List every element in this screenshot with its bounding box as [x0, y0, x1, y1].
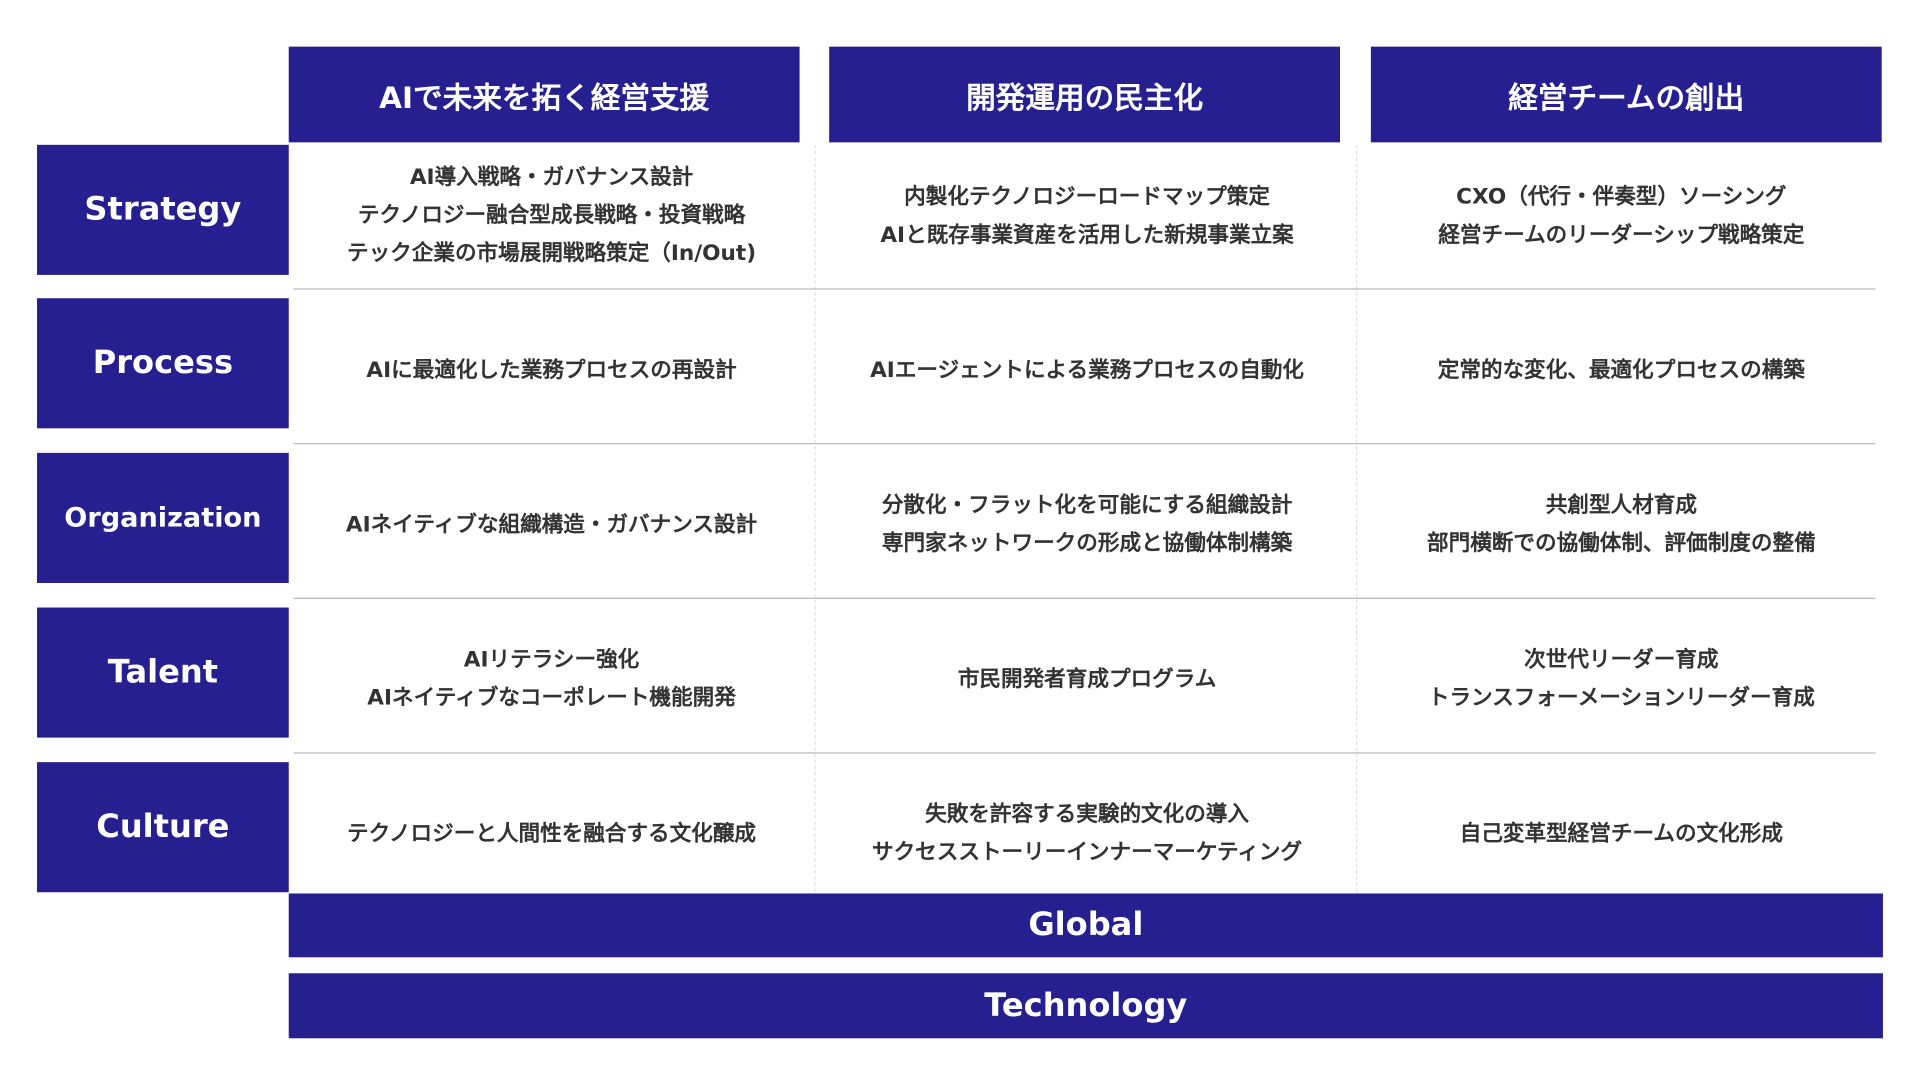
matrix-cell: AI導入戦略・ガバナンス設計テクノロジー融合型成長戦略・投資戦略テック企業の市場… — [296, 145, 807, 289]
cell-text-line: 内製化テクノロジーロードマップ策定 — [904, 184, 1270, 210]
matrix-cell: 定常的な変化、最適化プロセスの構築 — [1366, 298, 1877, 443]
cell-text-line: テック企業の市場展開戦略策定（In/Out) — [346, 241, 757, 267]
row-divider — [293, 752, 1876, 754]
cell-text-line: AI導入戦略・ガバナンス設計 — [409, 165, 694, 191]
matrix-cell: 市民開発者育成プログラム — [832, 608, 1343, 753]
cell-text-line: AIエージェントによる業務プロセスの自動化 — [870, 357, 1305, 383]
column-header: 経営チームの創出 — [1370, 46, 1882, 143]
band-technology: Technology — [288, 973, 1883, 1039]
cell-text-line: 専門家ネットワークの形成と協働体制構築 — [881, 531, 1293, 556]
matrix-cell: AIエージェントによる業務プロセスの自動化 — [832, 298, 1343, 443]
column-header: AIで未来を拓く経営支援 — [288, 46, 800, 143]
matrix-cell: AIリテラシー強化 AIネイティブなコーポレート機能開発 — [296, 608, 807, 753]
cell-text-line: サクセスストーリーインナーマーケティング — [871, 840, 1303, 866]
matrix-cell: AIに最適化した業務プロセスの再設計 — [296, 298, 807, 443]
matrix-cell: 次世代リーダー育成トランスフォーメーションリーダー育成 — [1366, 608, 1877, 753]
cell-text-line: 失敗を許容する実験的文化の導入 — [925, 802, 1250, 828]
matrix-cell: 自己変革型経営チームの文化形成 — [1366, 762, 1877, 907]
cell-text-line: テクノロジーと人間性を融合する文化醸成 — [347, 821, 757, 847]
matrix-cell: 分散化・フラット化を可能にする組織設計専門家ネットワークの形成と協働体制構築 — [832, 453, 1343, 598]
cell-text-line: AIに最適化した業務プロセスの再設計 — [366, 357, 737, 383]
row-header-organization: Organization — [37, 452, 289, 583]
row-divider — [293, 597, 1876, 599]
matrix-cell: 失敗を許容する実験的文化の導入サクセスストーリーインナーマーケティング — [832, 762, 1343, 907]
matrix-cell: テクノロジーと人間性を融合する文化醸成 — [296, 762, 807, 907]
row-divider — [293, 443, 1876, 445]
cell-text-line: 部門横断での協働体制、評価制度の整備 — [1427, 531, 1816, 556]
cell-text-line: AIネイティブな組織構造・ガバナンス設計 — [345, 512, 758, 537]
cell-text-line: 共創型人材育成 — [1545, 493, 1697, 518]
row-header-talent: Talent — [37, 607, 289, 738]
cell-text-line: AIネイティブなコーポレート機能開発 — [367, 686, 736, 711]
column-divider — [1356, 144, 1358, 893]
row-header-strategy: Strategy — [37, 144, 289, 275]
cell-text-line: トランスフォーメーションリーダー育成 — [1427, 686, 1815, 711]
matrix-cell: AIネイティブな組織構造・ガバナンス設計 — [296, 453, 807, 598]
cell-text-line: AIリテラシー強化 — [463, 648, 640, 673]
cell-text-line: 定常的な変化、最適化プロセスの構築 — [1437, 357, 1805, 383]
cell-text-line: 次世代リーダー育成 — [1524, 648, 1719, 673]
cell-text-line: テクノロジー融合型成長戦略・投資戦略 — [357, 203, 746, 229]
column-divider — [814, 144, 816, 893]
cell-text-line: CXO（代行・伴奏型）ソーシング — [1456, 184, 1787, 210]
band-global: Global — [288, 893, 1883, 958]
cell-text-line: AIと既存事業資産を活用した新規事業立案 — [880, 222, 1294, 248]
matrix-cell: CXO（代行・伴奏型）ソーシング経営チームのリーダーシップ戦略策定 — [1366, 145, 1877, 289]
row-header-process: Process — [37, 298, 289, 429]
matrix-cell: 内製化テクノロジーロードマップ策定 AIと既存事業資産を活用した新規事業立案 — [832, 145, 1343, 289]
cell-text-line: 自己変革型経営チームの文化形成 — [1459, 821, 1783, 847]
cell-text-line: 分散化・フラット化を可能にする組織設計 — [881, 493, 1293, 518]
row-divider — [293, 288, 1876, 290]
row-header-culture: Culture — [37, 762, 289, 893]
cell-text-line: 市民開発者育成プログラム — [957, 667, 1217, 692]
matrix-cell: 共創型人材育成部門横断での協働体制、評価制度の整備 — [1366, 453, 1877, 598]
column-header: 開発運用の民主化 — [829, 46, 1341, 143]
cell-text-line: 経営チームのリーダーシップ戦略策定 — [1438, 222, 1805, 248]
